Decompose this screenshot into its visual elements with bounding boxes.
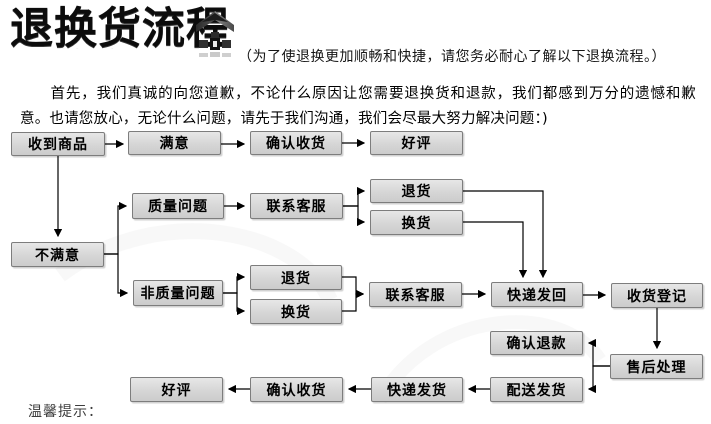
flow-node-contact-service-non-quality: 联系客服 — [369, 282, 462, 307]
flow-node-express-send-back: 快递发回 — [491, 282, 583, 307]
flow-node-exchange-non-quality: 换货 — [250, 299, 342, 324]
warm-tip-label: 温馨提示： — [28, 404, 103, 420]
flow-node-return-quality: 退货 — [370, 179, 463, 203]
flow-node-after-sales: 售后处理 — [610, 354, 703, 379]
flow-node-express-delivery: 快递发货 — [371, 377, 463, 402]
intro-paragraph: 首先，我们真诚的向您道歉，不论什么原因让您需要退换货和退款，我们都感到万分的遗憾… — [20, 86, 696, 127]
flow-node-unsatisfied: 不满意 — [11, 242, 104, 267]
flow-node-receive-goods: 收到商品 — [11, 132, 105, 156]
flow-node-confirm-refund: 确认退款 — [490, 331, 583, 355]
flow-node-dispatch-delivery: 配送发货 — [490, 377, 583, 402]
flow-node-receipt-register: 收货登记 — [611, 283, 703, 308]
flow-node-exchange-quality: 换货 — [370, 210, 463, 235]
flow-node-confirm-receipt-top: 确认收货 — [250, 131, 342, 155]
page-title: 退换货流程 — [10, 4, 230, 54]
header-caption: （为了使退换更加顺畅和快捷，请您务必耐心了解以下退换流程。） — [238, 49, 666, 65]
flow-node-return-non-quality: 退货 — [250, 265, 342, 290]
flow-node-contact-service-quality: 联系客服 — [250, 193, 343, 219]
page-header: 退换货流程 退换货流程 — [10, 6, 230, 63]
flow-node-non-quality-issue: 非质量问题 — [133, 280, 223, 306]
flow-node-confirm-receipt-bottom: 确认收货 — [250, 377, 343, 402]
house-arrow-icon — [194, 10, 238, 70]
flow-node-quality-issue: 质量问题 — [132, 193, 224, 219]
flow-node-good-review-bottom: 好评 — [130, 377, 223, 402]
flow-node-good-review-top: 好评 — [370, 131, 463, 155]
flow-node-satisfied: 满意 — [128, 131, 221, 155]
